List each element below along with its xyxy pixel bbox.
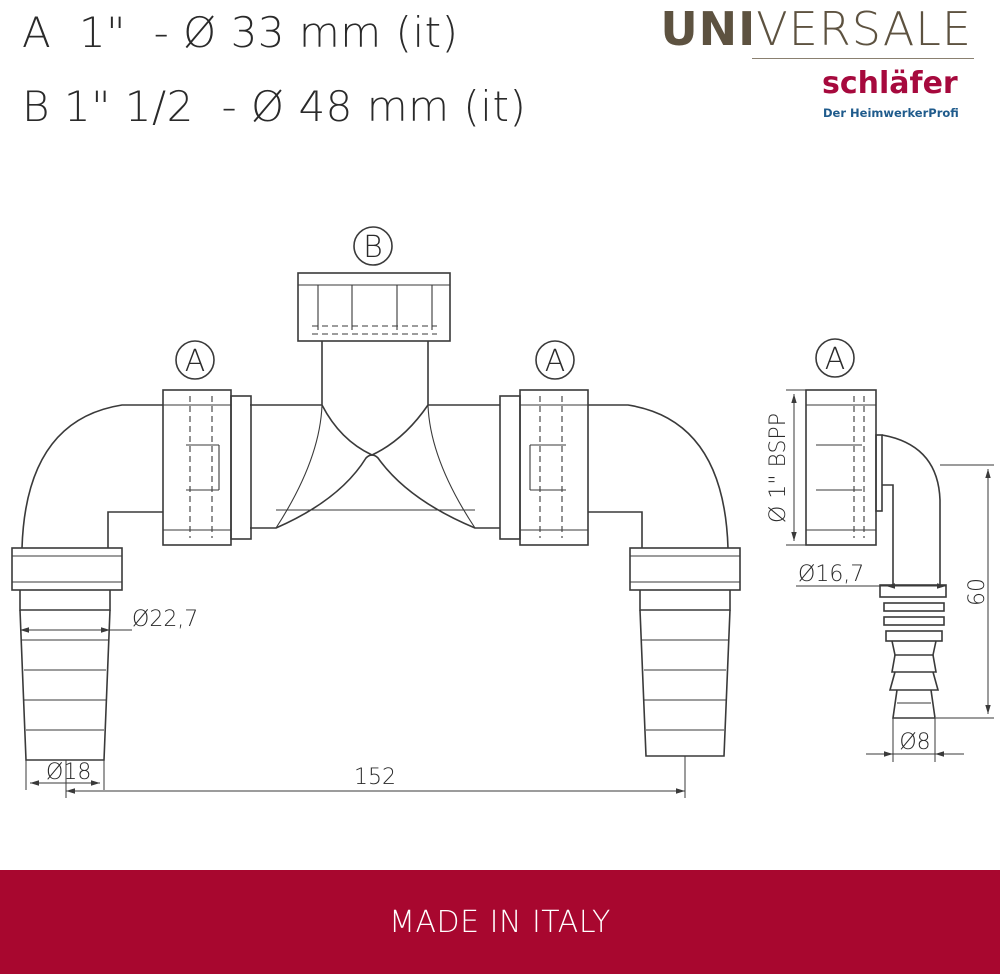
callout-a-side-label: A xyxy=(825,342,846,377)
schlafer-logo: schläfer xyxy=(822,66,958,101)
dimension-d16-7: Ø16,7 xyxy=(796,562,946,589)
technical-drawing: B A xyxy=(11,226,994,798)
callout-a-right: A xyxy=(535,340,575,380)
universale-logo-light: VERSALE xyxy=(756,2,972,56)
callout-a-left: A xyxy=(175,340,215,380)
footer-text: MADE IN ITALY xyxy=(389,904,611,940)
brand-divider xyxy=(752,58,974,59)
universale-logo: UNIVERSALE xyxy=(660,2,972,56)
nut-b xyxy=(297,272,451,342)
dimension-thread: Ø 1" BSPP xyxy=(766,389,806,546)
footer-banner: MADE IN ITALY xyxy=(0,870,1000,974)
dimension-d8-label: Ø8 xyxy=(899,730,930,755)
dimension-d22-7-label: Ø22,7 xyxy=(132,607,198,632)
dimension-d8: Ø8 xyxy=(866,718,964,762)
dimension-152: 152 xyxy=(65,756,686,798)
nut-a-right xyxy=(499,389,589,546)
callout-a-side: A xyxy=(815,338,855,378)
spec-line-b: B 1" 1/2 - Ø 48 mm (it) xyxy=(22,82,527,131)
tee-body xyxy=(250,341,500,529)
dimension-thread-label: Ø 1" BSPP xyxy=(766,413,791,523)
callout-b-top: B xyxy=(353,226,393,266)
callout-b-top-label: B xyxy=(363,230,383,265)
dimension-d22-7: Ø22,7 xyxy=(20,607,198,633)
nut-a-left xyxy=(162,389,252,546)
side-view-fitting xyxy=(805,389,947,719)
universale-logo-bold: UNI xyxy=(660,2,757,56)
dimension-152-label: 152 xyxy=(354,765,396,790)
elbow-right xyxy=(588,404,741,757)
schlafer-tagline: Der HeimwerkerProfi xyxy=(823,106,959,120)
spec-line-a: A 1" - Ø 33 mm (it) xyxy=(22,8,459,57)
callout-a-right-label: A xyxy=(545,344,566,379)
dimension-d18-label: Ø18 xyxy=(46,760,91,785)
dimension-60: 60 xyxy=(936,464,994,719)
dimension-d16-7-label: Ø16,7 xyxy=(798,562,864,587)
dimension-60-label: 60 xyxy=(965,578,990,606)
elbow-left xyxy=(11,404,163,761)
dimension-d18: Ø18 xyxy=(25,760,105,790)
callout-a-left-label: A xyxy=(185,344,206,379)
